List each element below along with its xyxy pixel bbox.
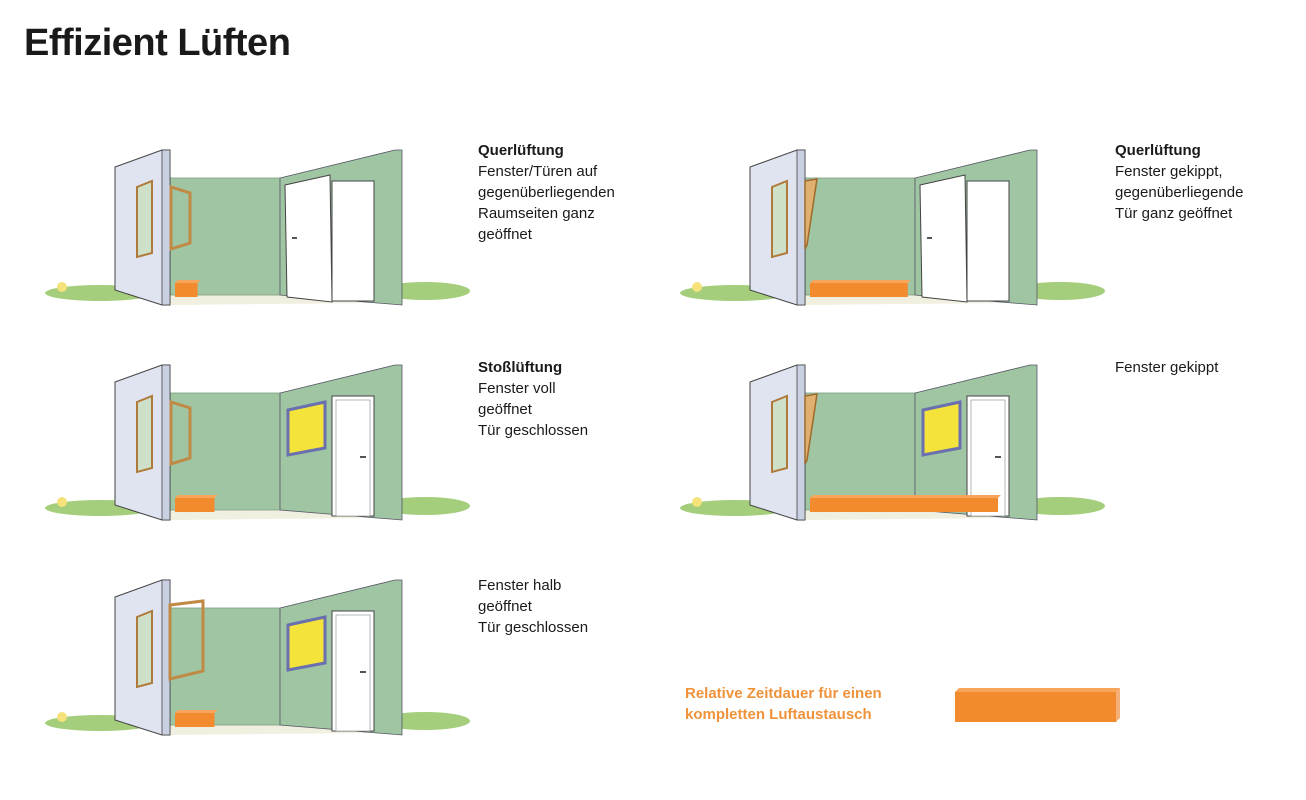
caption-line: Fenster voll bbox=[478, 380, 556, 397]
door-frame bbox=[331, 180, 375, 302]
duration-bar-top bbox=[810, 495, 1001, 498]
floor bbox=[170, 295, 370, 305]
caption-heading: Querlüftung bbox=[1115, 142, 1201, 159]
caption-scene-3: Stoßlüftung Fenster voll geöffnet Tür ge… bbox=[478, 357, 588, 441]
door-open-leaf bbox=[284, 174, 333, 303]
legend-line: Relative Zeitdauer für einen bbox=[685, 685, 882, 702]
sun-flower-icon bbox=[692, 497, 702, 507]
duration-bar-top bbox=[175, 495, 218, 498]
back-wall bbox=[804, 177, 916, 296]
grass-right bbox=[1015, 282, 1105, 300]
wall-picture bbox=[921, 400, 962, 457]
caption-line: gegenüberliegenden bbox=[478, 184, 615, 201]
scene-querlueftung-tilted bbox=[675, 145, 1115, 325]
back-wall bbox=[804, 392, 916, 511]
room-illustration bbox=[680, 364, 1105, 521]
caption-line: gegenüberliegende bbox=[1115, 184, 1244, 201]
caption-line: Fenster gekippt, bbox=[1115, 163, 1223, 180]
caption-line: Fenster/Türen auf bbox=[478, 163, 598, 180]
duration-bar-top bbox=[810, 280, 911, 283]
caption-scene-1: Querlüftung Fenster/Türen auf gegenüberl… bbox=[478, 140, 615, 245]
duration-bar bbox=[175, 713, 215, 727]
room-illustration bbox=[45, 149, 470, 306]
sun-flower-icon bbox=[57, 712, 67, 722]
left-wall-edge bbox=[161, 149, 171, 306]
back-wall bbox=[169, 607, 281, 726]
caption-line: Tür geschlossen bbox=[478, 619, 589, 636]
caption-scene-2: Querlüftung Fenster gekippt, gegenüberli… bbox=[1115, 140, 1243, 224]
sun-flower-icon bbox=[57, 497, 67, 507]
floor bbox=[170, 510, 370, 520]
grass-right bbox=[1015, 497, 1105, 515]
duration-bar-top bbox=[175, 710, 218, 713]
window-sash-open bbox=[169, 184, 192, 252]
sun-flower-icon bbox=[57, 282, 67, 292]
window-frame bbox=[771, 394, 788, 474]
window-frame bbox=[136, 179, 153, 259]
caption-line: geöffnet bbox=[478, 226, 532, 243]
caption-heading: Querlüftung bbox=[478, 142, 564, 159]
left-wall-edge bbox=[796, 364, 806, 521]
duration-bar bbox=[810, 283, 908, 297]
scene-fenster-gekippt bbox=[675, 360, 1115, 540]
caption-scene-5: Fenster halb geöffnet Tür geschlossen bbox=[478, 575, 588, 638]
duration-bar bbox=[175, 498, 215, 512]
sun-flower-icon bbox=[692, 282, 702, 292]
door-handle-icon bbox=[927, 237, 932, 239]
window-sash-tilted bbox=[804, 393, 818, 465]
room-illustration bbox=[45, 579, 470, 736]
window-frame bbox=[136, 609, 153, 689]
duration-bar bbox=[175, 283, 198, 297]
floor bbox=[170, 725, 370, 735]
door-handle-icon bbox=[995, 456, 1001, 458]
scene-querlueftung-open bbox=[40, 145, 480, 325]
floor bbox=[805, 510, 1005, 520]
duration-bar-top bbox=[175, 280, 201, 283]
door-frame bbox=[966, 180, 1010, 302]
scene-fenster-halb bbox=[40, 575, 480, 755]
door-handle-icon bbox=[360, 456, 366, 458]
legend-line: kompletten Luftaustausch bbox=[685, 706, 872, 723]
caption-line: Tür ganz geöffnet bbox=[1115, 205, 1233, 222]
caption-line: Tür geschlossen bbox=[478, 422, 589, 439]
door-open-leaf bbox=[919, 174, 968, 303]
window-sash-open bbox=[169, 399, 192, 467]
legend-duration-bar bbox=[955, 688, 1120, 722]
grass-right bbox=[380, 712, 470, 730]
room-illustration bbox=[680, 149, 1105, 306]
window-sash-tilted bbox=[804, 178, 818, 250]
caption-line: Fenster halb bbox=[478, 577, 562, 594]
window-sash-half bbox=[168, 599, 205, 681]
legend-label: Relative Zeitdauer für einen kompletten … bbox=[685, 683, 882, 725]
grass-right bbox=[380, 282, 470, 300]
caption-scene-4: Fenster gekippt bbox=[1115, 357, 1218, 378]
caption-line: geöffnet bbox=[478, 401, 532, 418]
caption-line: geöffnet bbox=[478, 598, 532, 615]
left-wall-edge bbox=[796, 149, 806, 306]
window-frame bbox=[771, 179, 788, 259]
wall-picture bbox=[286, 615, 327, 672]
caption-line: Raumseiten ganz bbox=[478, 205, 595, 222]
door-handle-icon bbox=[292, 237, 297, 239]
wall-picture bbox=[286, 400, 327, 457]
duration-bar bbox=[810, 498, 998, 512]
back-wall bbox=[169, 177, 281, 296]
room-illustration bbox=[45, 364, 470, 521]
back-wall bbox=[169, 392, 281, 511]
grass-right bbox=[380, 497, 470, 515]
caption-line: Fenster gekippt bbox=[1115, 359, 1219, 376]
scene-stosslueftung bbox=[40, 360, 480, 540]
floor bbox=[805, 295, 1005, 305]
window-frame bbox=[136, 394, 153, 474]
caption-heading: Stoßlüftung bbox=[478, 359, 563, 376]
left-wall-edge bbox=[161, 364, 171, 521]
door-handle-icon bbox=[360, 671, 366, 673]
page-title: Effizient Lüften bbox=[24, 22, 291, 64]
